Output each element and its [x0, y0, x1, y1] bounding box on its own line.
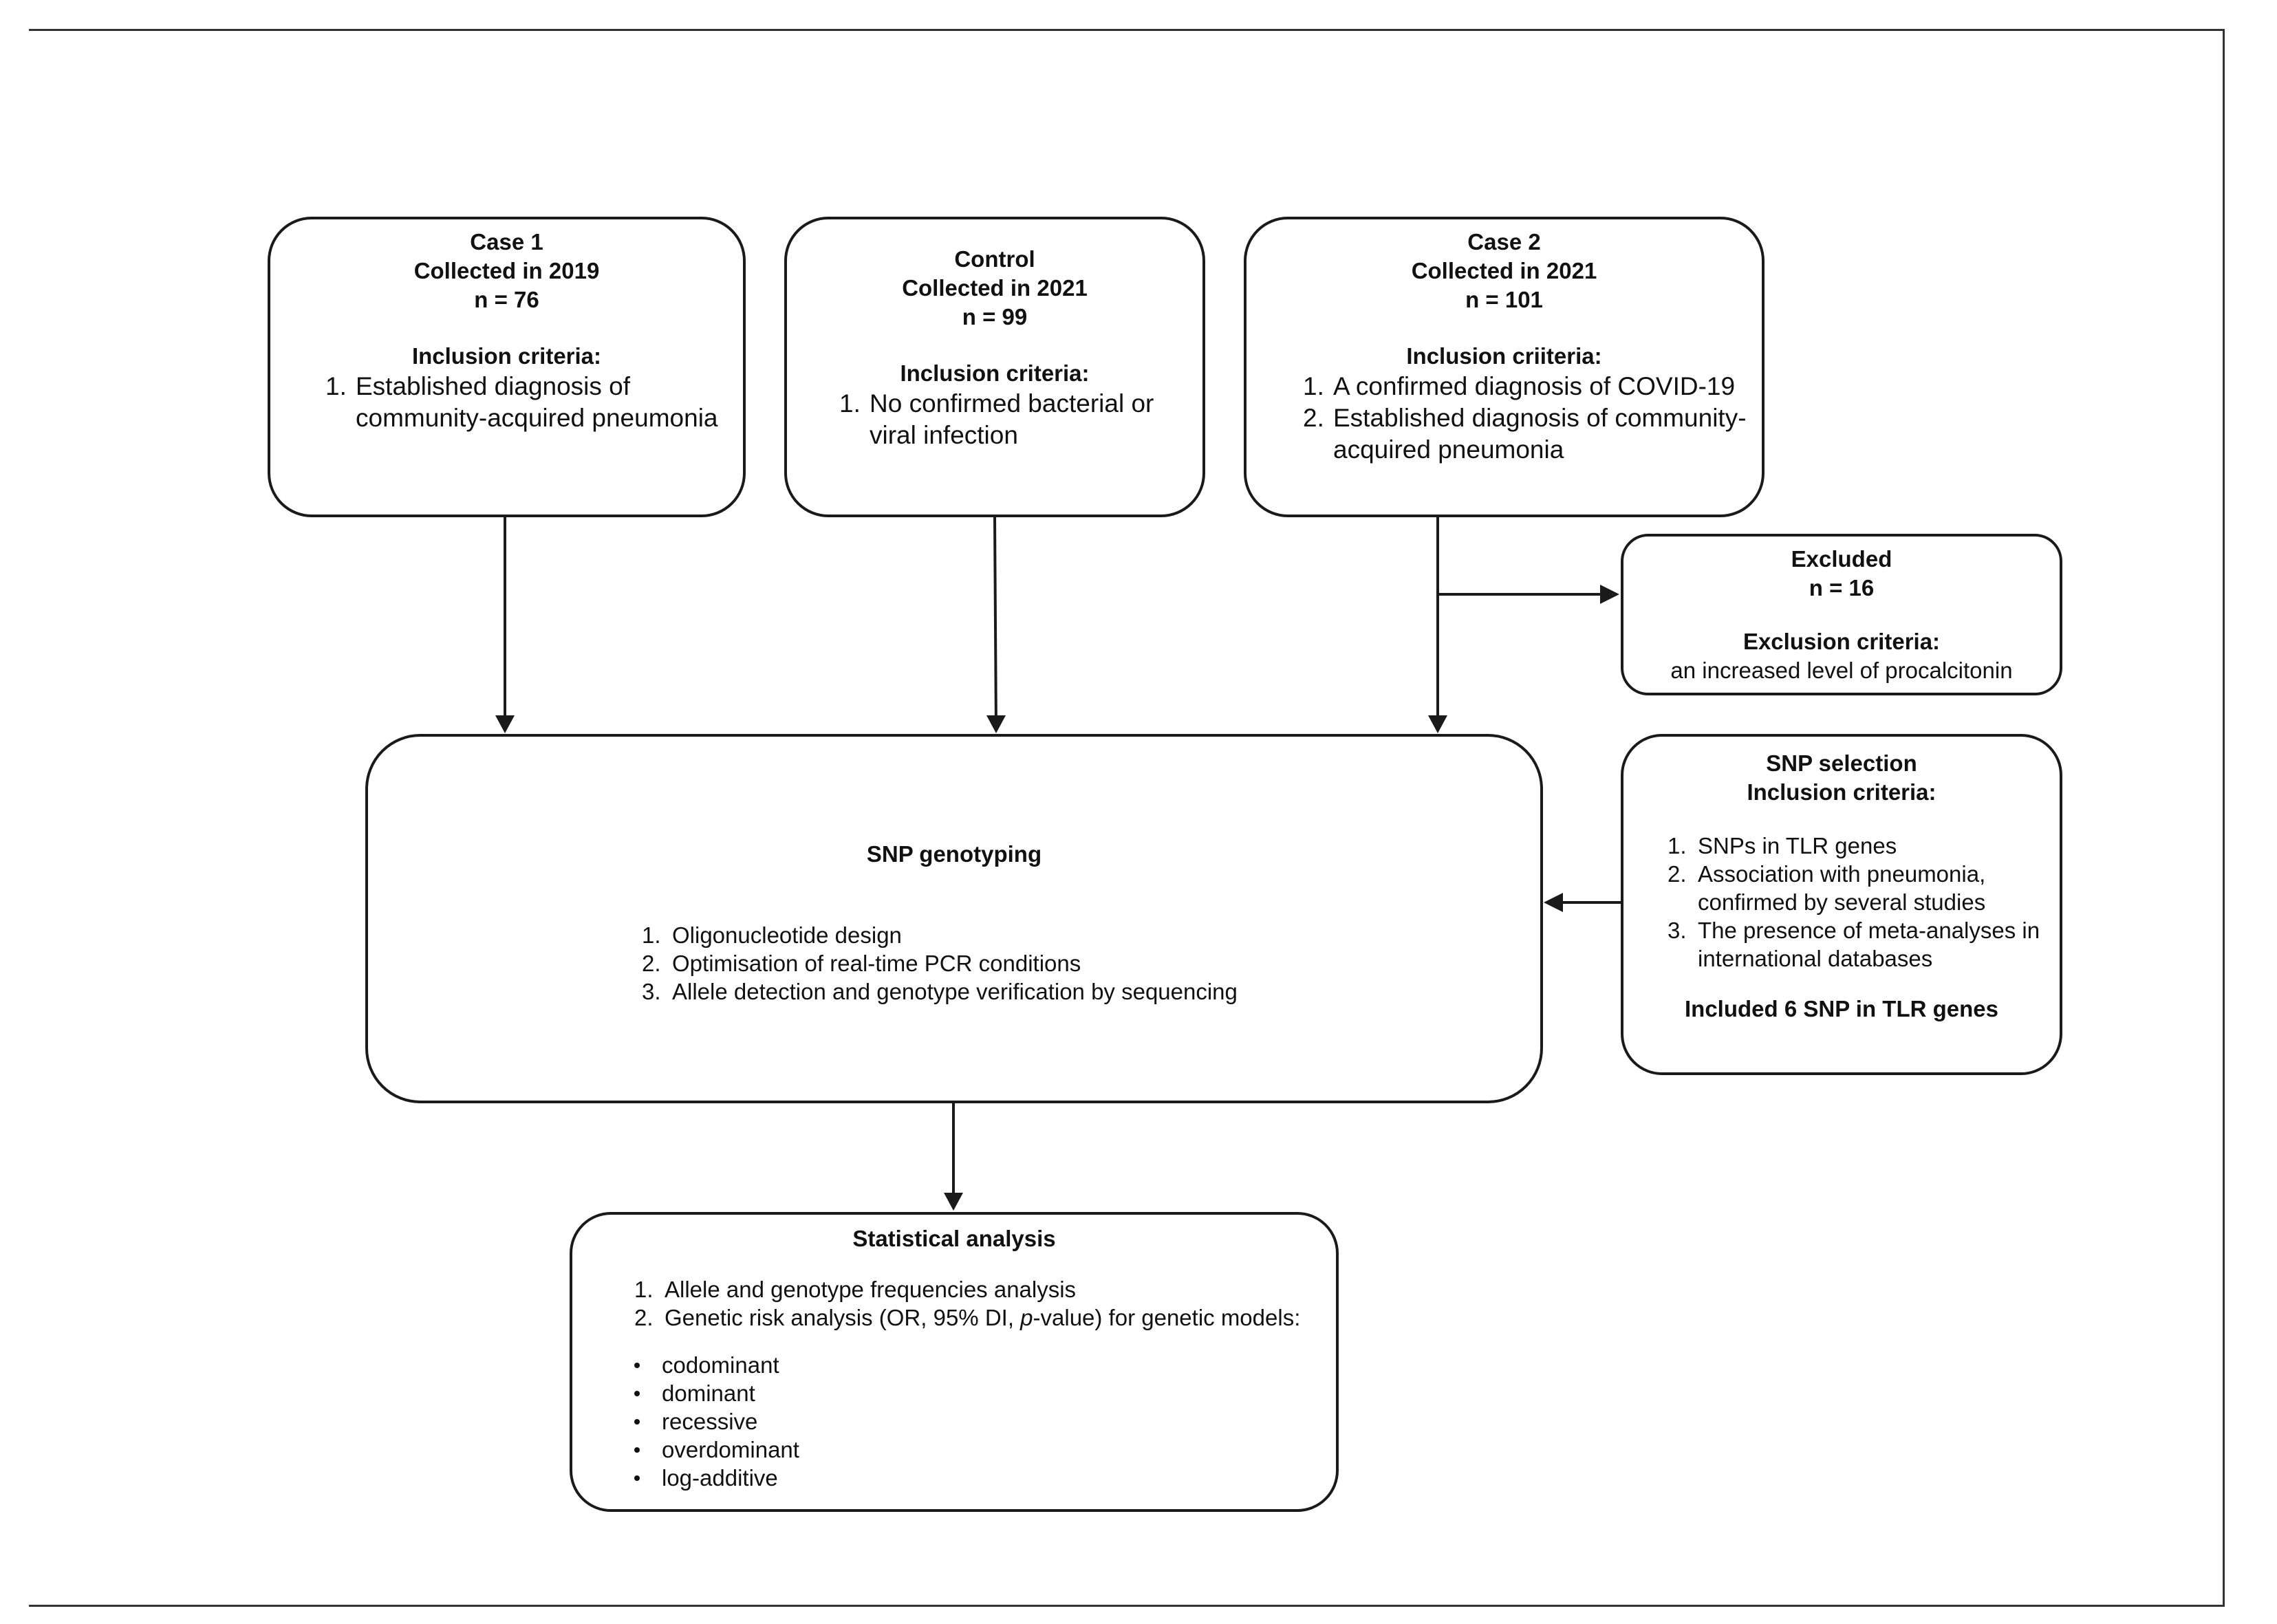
stats-step-text-after: -value) for genetic models:: [1033, 1305, 1301, 1330]
statistical-analysis-box: Statistical analysis 1. Allele and genot…: [570, 1212, 1339, 1512]
genotyping-step-text: Oligonucleotide design: [672, 922, 902, 948]
genetic-model-item: codominant: [632, 1351, 1336, 1379]
case2-criterion-number: 1.: [1303, 372, 1324, 400]
control-collected: Collected in 2021: [902, 275, 1088, 301]
case1-criterion-number: 1.: [325, 372, 347, 400]
case2-criterion: 2. Established diagnosis of community-ac…: [1303, 402, 1748, 466]
control-criterion-text: No confirmed bacterial or viral infectio…: [870, 389, 1154, 449]
selection-criterion: 3. The presence of meta-analyses in inte…: [1668, 916, 2049, 973]
case1-box: Case 1 Collected in 2019 n = 76 Inclusio…: [268, 217, 746, 517]
genotyping-step: 1. Oligonucleotide design: [642, 921, 1238, 949]
snp-selection-box: SNP selection Inclusion criteria: 1. SNP…: [1621, 734, 2062, 1075]
selection-criterion-number: 2.: [1668, 861, 1687, 887]
selection-criterion-text: The presence of meta-analyses in interna…: [1698, 918, 2040, 971]
excluded-title: Excluded: [1791, 546, 1892, 572]
stats-step: 2. Genetic risk analysis (OR, 95% DI, p-…: [634, 1303, 1325, 1332]
frame-bottom-border: [29, 1605, 2225, 1607]
genotyping-step-number: 2.: [642, 951, 661, 976]
genetic-model-item: recessive: [632, 1407, 1336, 1436]
case2-collected: Collected in 2021: [1411, 258, 1597, 283]
exclusion-criteria-text: an increased level of procalcitonin: [1670, 658, 2013, 683]
exclusion-criteria-heading: Exclusion criteria:: [1742, 629, 1941, 654]
case2-criterion-text: A confirmed diagnosis of COVID-19: [1333, 372, 1736, 400]
snp-selection-criteria-heading: Inclusion criteria:: [1747, 779, 1936, 805]
snp-genotyping-title: SNP genotyping: [866, 841, 1042, 867]
selection-criterion-number: 1.: [1668, 833, 1687, 858]
case2-title: Case 2: [1467, 229, 1541, 255]
frame-top-border: [29, 29, 2225, 31]
arrow-control-to-genotyping: [993, 517, 997, 731]
arrowhead-excluded: [1600, 585, 1619, 604]
control-count: n = 99: [962, 304, 1028, 329]
genotyping-step-text: Allele detection and genotype verificati…: [672, 979, 1238, 1004]
selection-criterion-text: Association with pneumonia, confirmed by…: [1698, 861, 1986, 915]
case2-criteria-list: 1. A confirmed diagnosis of COVID-19 2. …: [1303, 371, 1748, 466]
genotyping-step-number: 3.: [642, 979, 661, 1004]
case2-criterion: 1. A confirmed diagnosis of COVID-19: [1303, 371, 1748, 402]
snp-selection-title: SNP selection: [1766, 750, 1917, 776]
excluded-count: n = 16: [1809, 575, 1875, 600]
genetic-models-list: codominant dominant recessive overdomina…: [632, 1351, 1336, 1492]
control-criteria-list: 1. No confirmed bacterial or viral infec…: [839, 388, 1182, 451]
genotyping-step: 2. Optimisation of real-time PCR conditi…: [642, 949, 1238, 977]
case1-criterion: 1. Established diagnosis of community-ac…: [325, 371, 722, 434]
arrowhead-selection: [1544, 893, 1563, 912]
stats-step-text-before: Genetic risk analysis (OR, 95% DI,: [665, 1305, 1021, 1330]
stats-step-text: Allele and genotype frequencies analysis: [665, 1277, 1077, 1302]
selection-criterion: 1. SNPs in TLR genes: [1668, 832, 2049, 860]
genetic-model-item: dominant: [632, 1379, 1336, 1407]
stats-step-text-italic: p: [1020, 1305, 1033, 1330]
arrowhead-case1: [495, 715, 515, 733]
arrowhead-case2: [1428, 715, 1447, 733]
snp-selection-result: Included 6 SNP in TLR genes: [1685, 996, 1998, 1021]
genotyping-step-number: 1.: [642, 922, 661, 948]
case2-count: n = 101: [1465, 287, 1543, 312]
stats-step: 1. Allele and genotype frequencies analy…: [634, 1275, 1325, 1303]
case2-criterion-number: 2.: [1303, 404, 1324, 432]
case1-title: Case 1: [470, 229, 543, 255]
excluded-box: Excluded n = 16 Exclusion criteria: an i…: [1621, 534, 2062, 695]
frame-right-border: [2223, 29, 2225, 1607]
control-criteria-heading: Inclusion criteria:: [900, 360, 1090, 386]
case2-criteria-heading: Inclusion criiteria:: [1406, 343, 1602, 369]
selection-criterion-text: SNPs in TLR genes: [1698, 833, 1897, 858]
control-criterion-number: 1.: [839, 389, 861, 418]
genetic-model-item: overdominant: [632, 1436, 1336, 1464]
case1-criterion-text: Established diagnosis of community-acqui…: [356, 372, 718, 432]
case1-criteria-heading: Inclusion criteria:: [411, 343, 602, 369]
case1-count: n = 76: [474, 287, 539, 312]
control-criterion: 1. No confirmed bacterial or viral infec…: [839, 388, 1182, 451]
genetic-model-item: log-additive: [632, 1464, 1336, 1492]
stats-step-number: 1.: [634, 1277, 654, 1302]
snp-genotyping-steps: 1. Oligonucleotide design 2. Optimisatio…: [642, 921, 1238, 1006]
statistical-analysis-title: Statistical analysis: [852, 1226, 1056, 1251]
snp-genotyping-box: SNP genotyping 1. Oligonucleotide design…: [365, 734, 1543, 1103]
control-title: Control: [954, 246, 1035, 272]
case2-box: Case 2 Collected in 2021 n = 101 Inclusi…: [1244, 217, 1765, 517]
genotyping-step: 3. Allele detection and genotype verific…: [642, 977, 1238, 1006]
case1-criteria-list: 1. Established diagnosis of community-ac…: [325, 371, 722, 434]
arrowhead-control: [986, 715, 1006, 733]
arrowhead-stats: [944, 1193, 963, 1211]
statistical-analysis-steps: 1. Allele and genotype frequencies analy…: [634, 1275, 1325, 1332]
genotyping-step-text: Optimisation of real-time PCR conditions: [672, 951, 1081, 976]
control-box: Control Collected in 2021 n = 99 Inclusi…: [784, 217, 1205, 517]
selection-criterion: 2. Association with pneumonia, confirmed…: [1668, 860, 2049, 916]
case2-criterion-text: Established diagnosis of community-acqui…: [1333, 404, 1747, 464]
case1-collected: Collected in 2019: [413, 258, 600, 283]
stats-step-number: 2.: [634, 1305, 654, 1330]
snp-selection-criteria-list: 1. SNPs in TLR genes 2. Association with…: [1668, 832, 2049, 973]
selection-criterion-number: 3.: [1668, 918, 1687, 943]
